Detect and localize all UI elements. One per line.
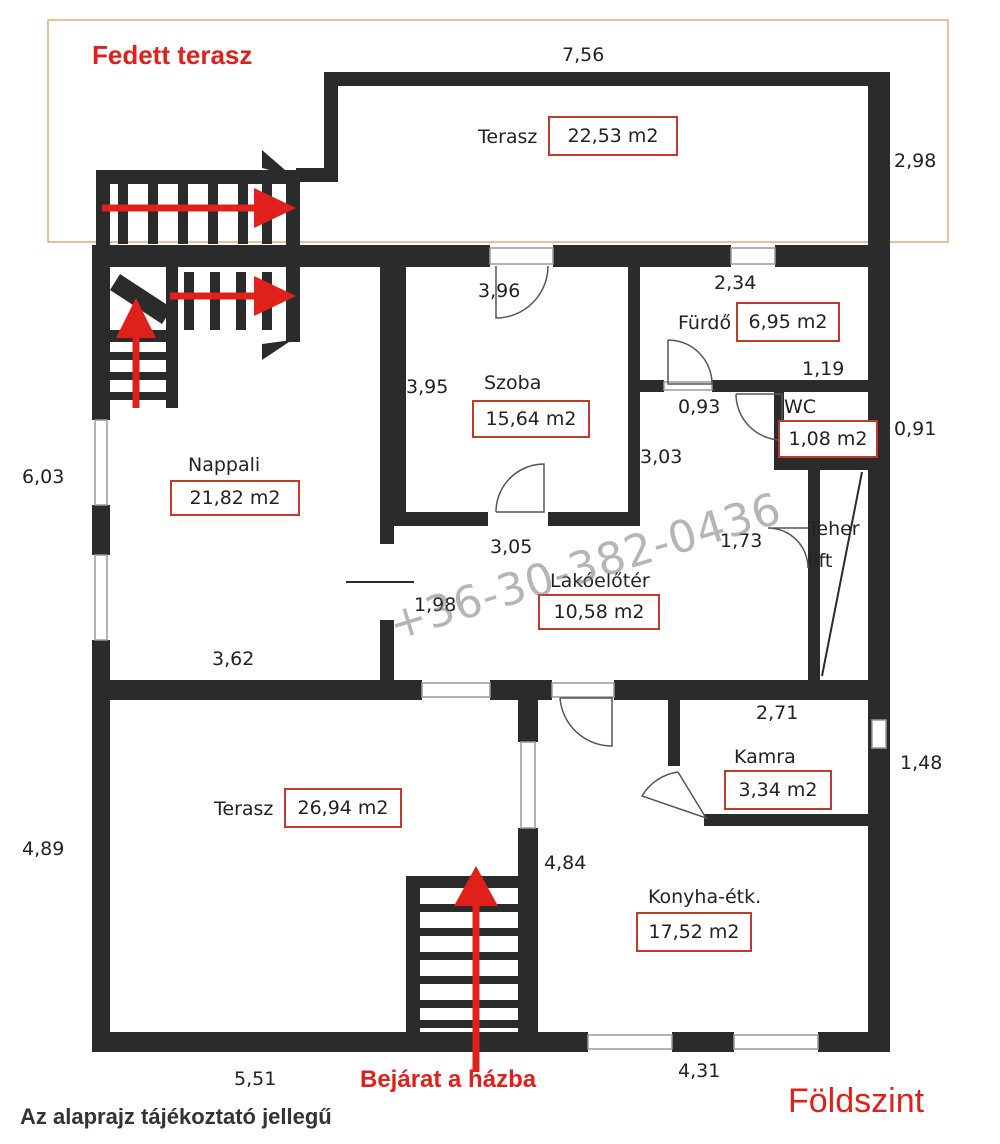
dim-hall-173: 1,73 (720, 530, 763, 552)
dim-hall-093: 0,93 (678, 396, 721, 418)
dim-terrace-height: 2,98 (894, 150, 937, 172)
terrace-top-name: Terasz (478, 126, 538, 148)
dim-kitchen-484: 4,84 (544, 852, 587, 874)
dim-pantry-148: 1,48 (900, 752, 943, 774)
doors (495, 265, 809, 820)
living-area: 21,82 m2 (170, 480, 300, 516)
dim-left-603: 6,03 (22, 466, 65, 488)
terrace-bottom-area: 26,94 m2 (284, 788, 402, 828)
room-area: 15,64 m2 (472, 400, 590, 438)
dim-living-198: 1,98 (414, 594, 457, 616)
dim-top-width: 7,56 (562, 44, 605, 66)
pantry-name: Kamra (734, 746, 796, 768)
dim-hall-303: 3,03 (640, 446, 683, 468)
dim-wc-091: 0,91 (894, 418, 937, 440)
upper-staircase (96, 150, 300, 410)
hall-name: Lakóelőtér (550, 570, 650, 592)
lift-name-line1: Teher (808, 518, 860, 540)
disclaimer-note: Az alaprajz tájékoztató jellegű (20, 1104, 332, 1129)
dim-bottom-551: 5,51 (234, 1068, 277, 1090)
lift-name-line2: lift (808, 550, 833, 572)
terrace-top-area: 22,53 m2 (548, 116, 678, 156)
dim-living-width: 3,62 (212, 648, 255, 670)
wc-name: WC (784, 396, 817, 418)
windows (94, 247, 887, 1050)
covered-terrace-title: Fedett terasz (92, 40, 253, 70)
dim-room-height: 3,95 (406, 376, 449, 398)
kitchen-area: 17,52 m2 (636, 912, 752, 952)
dim-room-bottom: 3,05 (490, 536, 533, 558)
kitchen-name: Konyha-étk. (648, 886, 762, 908)
dim-bottom-431: 4,31 (678, 1060, 721, 1082)
bath-name: Fürdő (678, 312, 732, 334)
entrance-title: Bejárat a házba (360, 1066, 537, 1093)
red-arrows (102, 188, 498, 1072)
dim-bath-wc: 1,19 (802, 358, 845, 380)
wc-area: 1,08 m2 (778, 420, 878, 458)
dim-room-width: 3,96 (478, 280, 521, 302)
hall-area: 10,58 m2 (538, 594, 660, 630)
dim-bath-width: 2,34 (714, 272, 757, 294)
dim-pantry-width: 2,71 (756, 702, 799, 724)
dim-left-489: 4,89 (22, 838, 65, 860)
floor-title: Földszint (788, 1082, 925, 1120)
bath-area: 6,95 m2 (736, 302, 840, 342)
pantry-area: 3,34 m2 (724, 770, 832, 810)
entrance-staircase (406, 876, 520, 1036)
terrace-bottom-name: Terasz (214, 798, 274, 820)
covered-terrace-outline (47, 19, 949, 243)
living-name: Nappali (188, 454, 261, 476)
room-name: Szoba (484, 372, 542, 394)
